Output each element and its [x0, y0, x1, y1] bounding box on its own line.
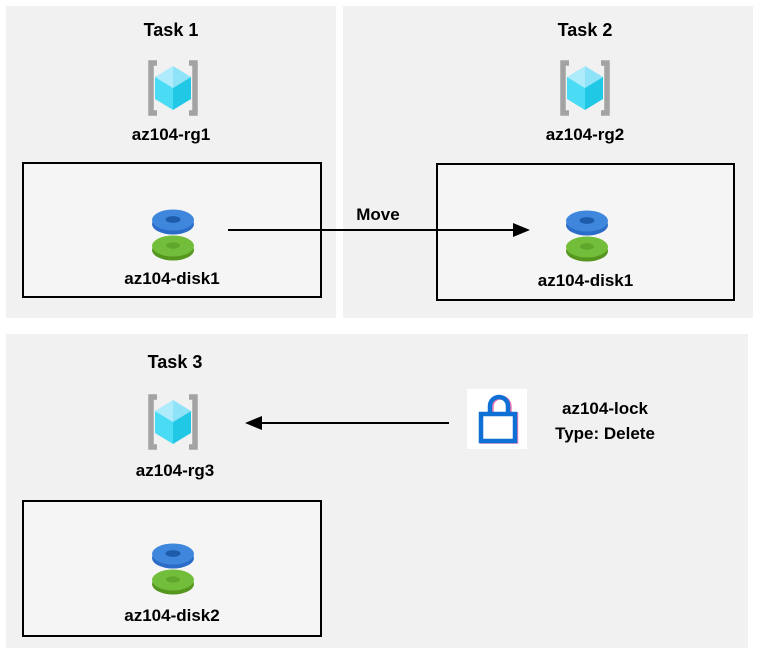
resource-group-icon	[143, 56, 203, 120]
task3-title: Task 3	[147, 352, 203, 372]
task1-title: Task 1	[143, 20, 199, 40]
managed-disk-icon	[143, 540, 203, 598]
resource-group-icon	[143, 390, 203, 454]
disk-label: az104-disk1	[124, 269, 220, 288]
disk-label: az104-disk1	[537, 271, 634, 290]
resource-group-label: az104-rg2	[545, 125, 625, 144]
managed-disk-icon	[143, 206, 203, 264]
lock-name-label: az104-lock	[562, 399, 648, 418]
task2-panel: Task 2 az104-rg2	[343, 6, 753, 318]
resource-group-label: az104-rg1	[131, 125, 211, 144]
lock-annotation: az104-lock Type: Delete	[530, 396, 680, 446]
lock-type-label: Type: Delete	[555, 424, 655, 443]
resource-group-label: az104-rg3	[135, 461, 215, 480]
task3-panel: Task 3 az104-rg3	[6, 334, 748, 648]
disk-container-box: az104-disk2	[22, 500, 322, 637]
disk-container-box: az104-disk1	[22, 162, 322, 298]
task1-panel: Task 1 az104-rg1	[6, 6, 336, 318]
task2-title: Task 2	[557, 20, 613, 40]
lock-icon	[467, 389, 527, 449]
disk-container-box: az104-disk1	[436, 163, 735, 301]
managed-disk-icon	[557, 207, 617, 265]
resource-group-icon	[555, 56, 615, 120]
move-arrow-label: Move	[356, 205, 400, 224]
disk-label: az104-disk2	[124, 606, 220, 625]
